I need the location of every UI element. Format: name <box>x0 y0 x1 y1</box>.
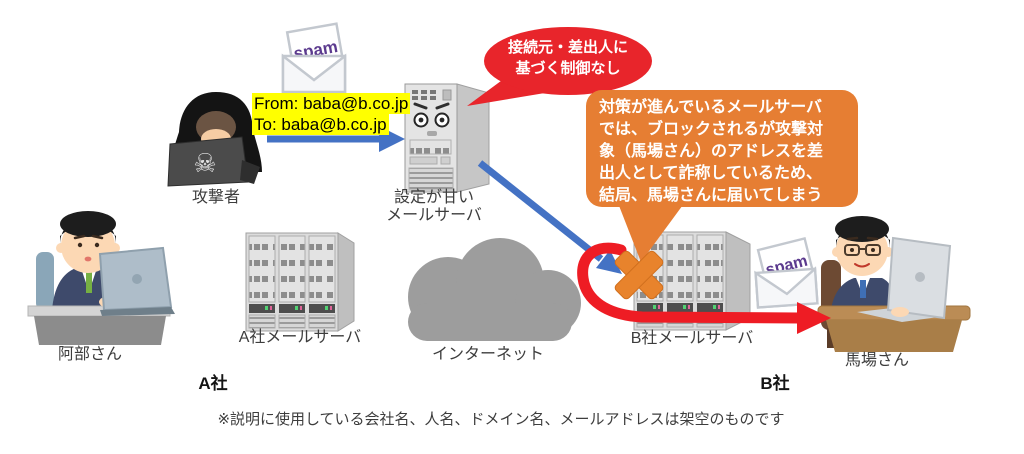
blocked-bubble-text: 対策が進んでいるメールサーバでは、ブロックされるが攻撃対象（馬場さん）のアドレス… <box>599 99 824 204</box>
attacker-label: 攻撃者 <box>191 189 241 206</box>
no-control-bubble-text: 接続元・差出人に 基づく制御なし <box>507 39 628 77</box>
dizzy-face-icon <box>413 102 450 136</box>
baba-label: 馬場さん <box>844 352 910 369</box>
b-mail-server-label: B社メールサーバ <box>630 330 754 347</box>
a-mail-server-label: A社メールサーバ <box>238 329 362 346</box>
attacker-figure: ☠ <box>167 92 262 187</box>
baba-figure <box>817 216 971 352</box>
internet-cloud-icon <box>408 238 581 341</box>
footnote: ※説明に使用している会社名、人名、ドメイン名、メールアドレスは架空のものです <box>217 411 785 428</box>
no-control-bubble-shape <box>467 27 652 106</box>
mail-from-line: From: baba@b.co.jp <box>252 93 411 114</box>
mail-headers: From: baba@b.co.jp To: baba@b.co.jp <box>252 93 411 135</box>
arrow-delivered-to-baba <box>577 242 831 334</box>
glasses-icon <box>844 244 881 256</box>
internet-label: インターネット <box>431 346 545 363</box>
blocked-bubble-shape <box>586 90 858 262</box>
weak-server-label: 設定が甘い メールサーバ <box>386 189 482 224</box>
arrow-server-to-companyb <box>477 160 622 274</box>
abe-figure <box>27 211 175 345</box>
spam-envelope-delivered-icon: spam <box>754 236 819 309</box>
company-a-label: A社 <box>198 374 228 393</box>
block-cross-icon <box>614 250 664 300</box>
skull-icon: ☠ <box>193 148 216 178</box>
mail-to-line: To: baba@b.co.jp <box>252 114 389 135</box>
company-b-label: B社 <box>760 374 790 393</box>
company-a-mail-server-icon <box>245 232 355 332</box>
abe-label: 阿部さん <box>57 346 123 363</box>
spam-envelope-top-icon: spam <box>281 22 347 94</box>
